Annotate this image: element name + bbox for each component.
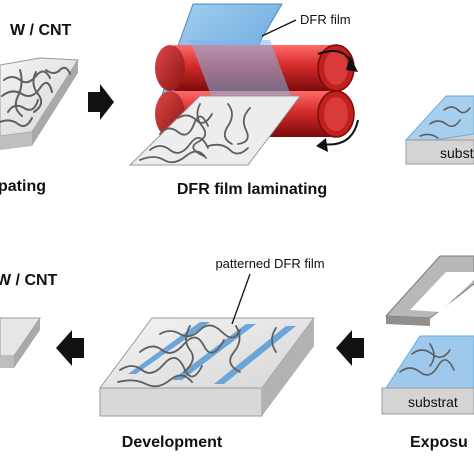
laminated-substrate-panel: subst [404,95,474,165]
step-label-coating: pating [0,178,46,195]
exposure-panel: substrat Exposu [381,255,474,451]
cnt-network-exposure [399,343,455,376]
substrate-label-top: subst [440,145,474,161]
right-arrow-icon [88,84,114,120]
step-label-development: Development [122,434,223,451]
material-label-bottom: W / CNT [0,272,58,289]
left-arrow-icon-right [336,330,364,366]
patterned-film-pointer [231,273,251,325]
substrate-label-bottom: substrat [408,394,458,410]
cnt-network-laminating [139,103,251,164]
step-label-exposure: Exposu [410,434,468,451]
rotation-arrow-icon [316,50,359,152]
dfr-film-pointer [261,19,297,37]
left-arrow-icon [56,330,84,366]
development-panel: patterned DFR film Development [99,256,325,451]
cnt-network-top-right [419,106,471,139]
laminating-panel: DFR film DFR film laminating [128,3,359,198]
cnt-network-top-left [0,66,71,127]
material-label-top: W / CNT [10,22,72,39]
patterned-dfr-film-label: patterned DFR film [215,256,324,271]
step-label-laminating: DFR film laminating [177,181,327,198]
dfr-film-label: DFR film [300,12,351,27]
cnt-network-development [117,324,277,388]
coated-substrate-panel: W / CNT pating [0,22,79,195]
final-pattern-panel: W / CNT [0,272,58,368]
